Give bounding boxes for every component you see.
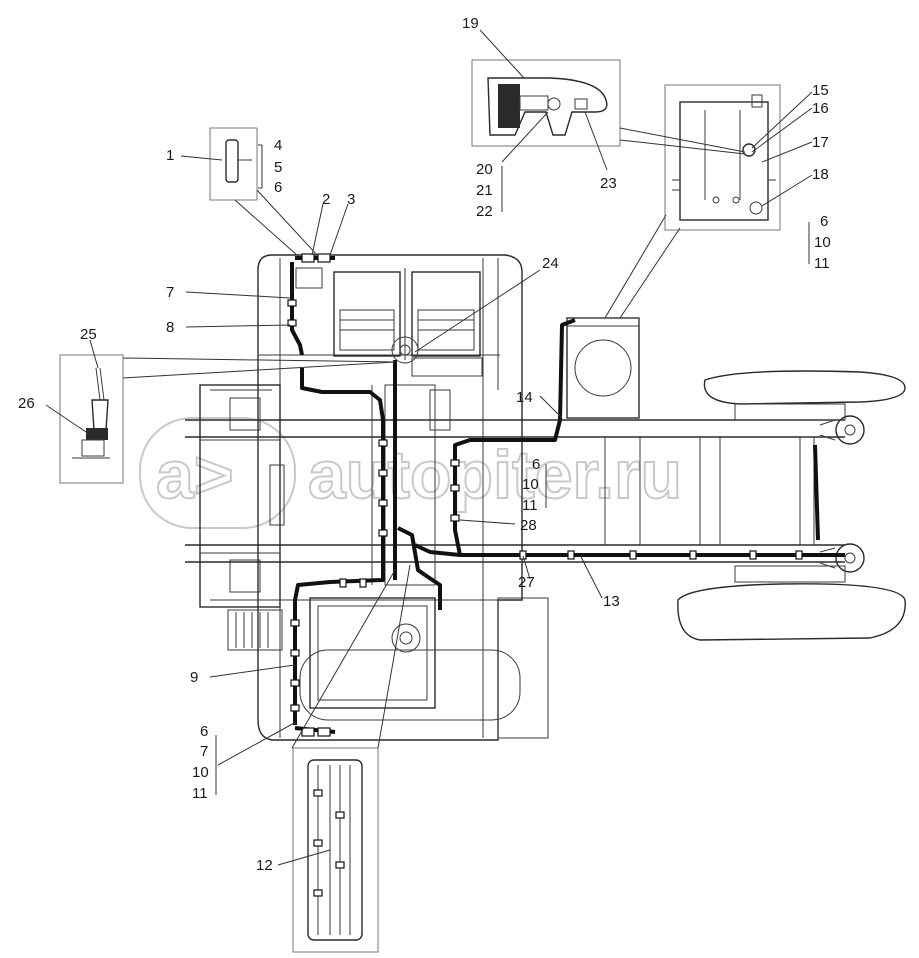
callout-24: 24 bbox=[542, 255, 559, 272]
rear-fenders bbox=[677, 370, 906, 641]
watermark-text: autopiter.ru bbox=[308, 437, 682, 513]
watermark-symbol: a> bbox=[156, 437, 234, 513]
callout-25: 25 bbox=[80, 326, 97, 343]
inset-harness-bundle bbox=[292, 747, 379, 953]
inset-connector-detail bbox=[471, 59, 621, 147]
callout-1: 1 bbox=[166, 147, 174, 164]
callout-12: 12 bbox=[256, 857, 273, 874]
callout-14: 14 bbox=[516, 389, 533, 406]
callout-28: 28 bbox=[520, 517, 537, 534]
callout-6-lower: 6 bbox=[200, 723, 208, 740]
callout-21: 21 bbox=[476, 182, 493, 199]
callout-4: 4 bbox=[274, 137, 282, 154]
cab-outline bbox=[257, 254, 523, 741]
callout-11-mid: 11 bbox=[522, 497, 538, 514]
inset-plug-detail bbox=[59, 354, 124, 484]
callout-20: 20 bbox=[476, 161, 493, 178]
callout-5: 5 bbox=[274, 159, 282, 176]
callout-8: 8 bbox=[166, 319, 174, 336]
lower-tank bbox=[299, 597, 549, 739]
watermark: a> autopiter.ru bbox=[139, 417, 683, 529]
callout-6-mid: 6 bbox=[532, 456, 540, 473]
brackets bbox=[215, 144, 810, 795]
callout-17: 17 bbox=[812, 134, 829, 151]
battery-box bbox=[566, 317, 640, 419]
callout-10-mid: 10 bbox=[522, 476, 539, 493]
callout-3: 3 bbox=[347, 191, 355, 208]
callout-13: 13 bbox=[603, 593, 620, 610]
callout-16: 16 bbox=[812, 100, 829, 117]
inset-tank-detail bbox=[664, 84, 781, 231]
callout-9: 9 bbox=[190, 669, 198, 686]
callout-18: 18 bbox=[812, 166, 829, 183]
callout-6: 6 bbox=[274, 179, 282, 196]
callout-27: 27 bbox=[518, 574, 535, 591]
callout-11-lower: 11 bbox=[192, 785, 208, 802]
callout-23: 23 bbox=[600, 175, 617, 192]
callout-labels: 1 2 3 4 5 6 7 8 9 6 7 10 11 12 13 14 6 1… bbox=[18, 15, 831, 874]
callout-7-lower: 7 bbox=[200, 743, 208, 760]
inset-sensor-top bbox=[209, 127, 258, 201]
callout-26: 26 bbox=[18, 395, 35, 412]
callout-2: 2 bbox=[322, 191, 330, 208]
harness-clips bbox=[287, 253, 803, 737]
callout-10-lower: 10 bbox=[192, 764, 209, 781]
chassis-frame bbox=[185, 415, 865, 573]
engine-compartment bbox=[199, 384, 285, 651]
leader-lines bbox=[45, 29, 813, 866]
callout-15: 15 bbox=[812, 82, 829, 99]
callout-6-right: 6 bbox=[820, 213, 828, 230]
callout-22: 22 bbox=[476, 203, 493, 220]
callout-7: 7 bbox=[166, 284, 174, 301]
callout-11-right: 11 bbox=[814, 255, 830, 272]
callout-10-right: 10 bbox=[814, 234, 831, 251]
callout-19: 19 bbox=[462, 15, 479, 32]
